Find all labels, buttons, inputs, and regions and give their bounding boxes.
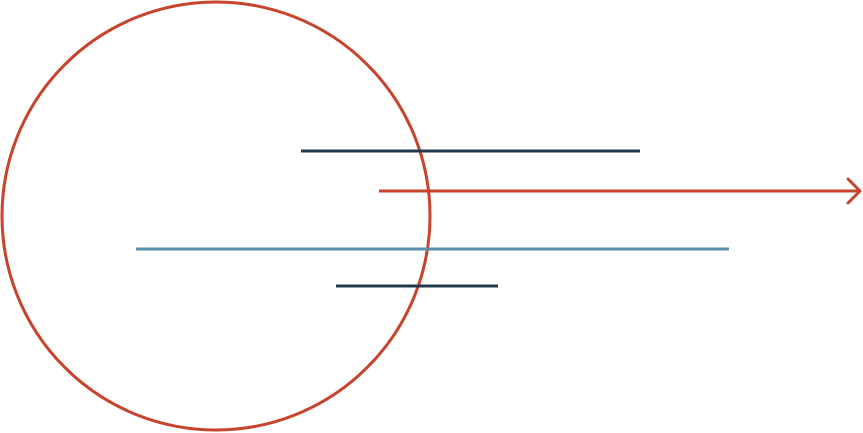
arrow-head-icon	[846, 177, 862, 205]
circle	[0, 0, 432, 432]
